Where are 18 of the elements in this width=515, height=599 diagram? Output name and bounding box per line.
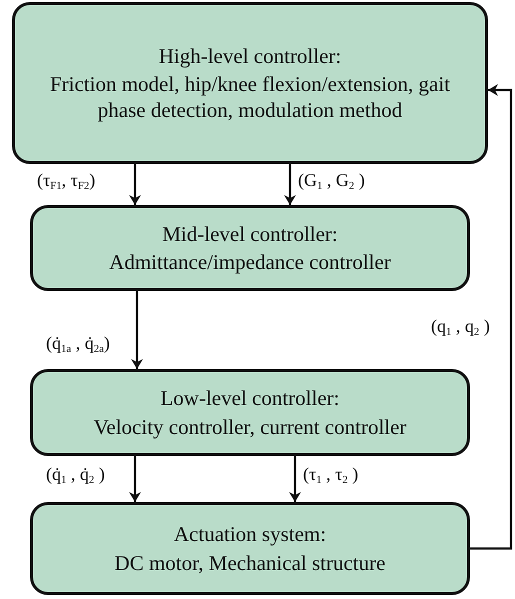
arrow [129,456,141,502]
controller-box [30,502,470,595]
box-heading: Mid-level controller: [162,220,338,247]
controller-box [30,369,470,456]
box-description: Friction model, hip/knee flexion/extension, gait phase detection, modulation method [48,70,452,124]
box-heading: Low-level controller: [160,385,340,412]
controller-box [30,205,470,291]
arrow [289,456,301,502]
controller-box [12,2,488,164]
arrow [470,84,512,550]
box-description: Velocity controller, current controller [94,414,406,440]
box-description: DC motor, Mechanical structure [114,550,386,576]
arrow [284,164,296,205]
arrow [129,164,141,205]
box-heading: High-level controller: [158,42,342,69]
box-description: Admittance/impedance controller [109,249,391,276]
box-heading: Actuation system: [174,521,326,548]
arrow [131,291,143,369]
